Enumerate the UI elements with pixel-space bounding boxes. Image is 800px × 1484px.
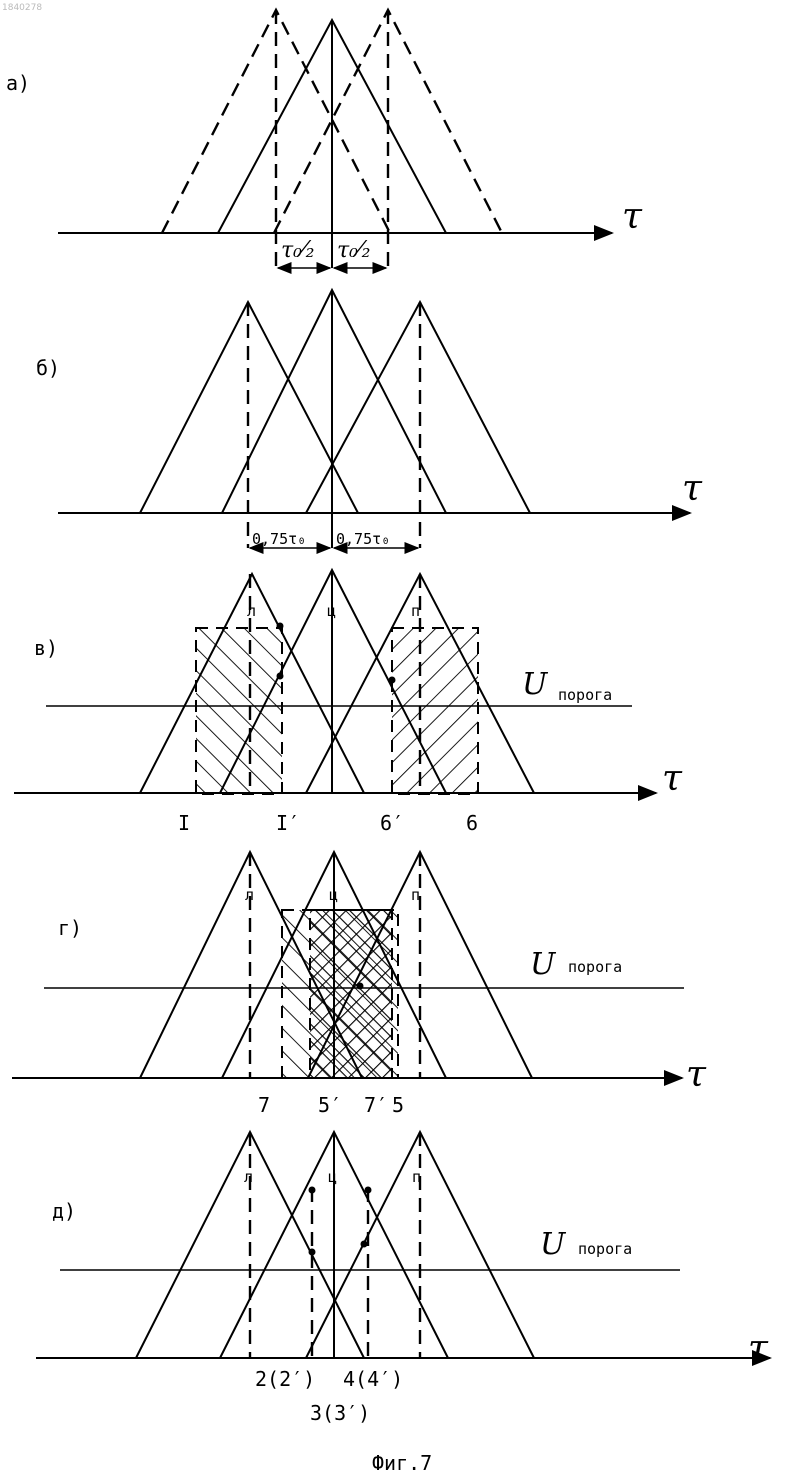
panel-d-marker <box>365 1187 372 1194</box>
panel-v-threshold-word: порога <box>558 686 612 704</box>
panel-a-dim-left: τ₀⁄₂ <box>281 238 314 263</box>
panel-d-peak-c: ц <box>328 1168 337 1186</box>
panel-v-axis-symbol: τ <box>662 758 683 799</box>
panel-a: а) τ τ₀⁄₂ τ₀⁄₂ <box>6 10 643 268</box>
panel-g-axis-symbol: τ <box>686 1054 707 1095</box>
panel-d-peak-l: л <box>244 1168 253 1186</box>
panel-v-tick-label: I <box>178 811 190 835</box>
panel-v-left-zone <box>196 628 282 794</box>
panel-d-threshold-symbol: U <box>540 1227 567 1262</box>
panel-g-tick-label: 5′ <box>318 1093 342 1117</box>
panel-v-peak-c: ц <box>327 602 336 620</box>
panel-v-marker <box>277 673 284 680</box>
document-id: 1840278 <box>2 3 42 13</box>
panel-d-tick-label: 3(3′) <box>310 1401 370 1425</box>
panel-g-tick-label: 7 <box>258 1093 270 1117</box>
panel-d-peak-r: п <box>412 1168 421 1186</box>
panel-v-tick-label: I′ <box>276 811 300 835</box>
panel-a-dim-right: τ₀⁄₂ <box>337 238 370 263</box>
panel-v-threshold-symbol: U <box>522 667 549 702</box>
panel-g-marker <box>357 983 364 990</box>
panel-b-center-pulse <box>222 290 446 513</box>
panel-g-peak-c: ц <box>329 886 338 904</box>
panel-b-label: б) <box>36 356 60 380</box>
panel-b-axis-symbol: τ <box>682 468 703 509</box>
panel-v-marker <box>277 623 284 630</box>
panel-v-peak-l: л <box>247 602 256 620</box>
panel-g: г) τ U порога л ц п 7 5′ 7′ 5 <box>12 852 707 1117</box>
panel-v: в) τ U порога л ц п I I′ 6′ 6 <box>14 570 683 835</box>
panel-d-threshold-word: порога <box>578 1240 632 1258</box>
panel-b-dim-left: 0,75τ₀ <box>252 530 306 548</box>
panel-b-right-pulse <box>306 302 530 513</box>
panel-d-tick-label: 4(4′) <box>343 1367 403 1391</box>
figure-caption: Фиг.7 <box>372 1451 432 1475</box>
panel-g-threshold-symbol: U <box>530 947 557 982</box>
panel-b-dim-right: 0,75τ₀ <box>336 530 390 548</box>
panel-d-marker <box>361 1241 368 1248</box>
panel-v-peak-r: п <box>411 602 420 620</box>
panel-g-peak-r: п <box>411 886 420 904</box>
panel-g-tick-label: 5 <box>392 1093 404 1117</box>
panel-g-tick-label: 7′ <box>364 1093 388 1117</box>
panel-d-tick-label: 2(2′) <box>255 1367 315 1391</box>
panel-d-marker <box>309 1249 316 1256</box>
panel-a-label: а) <box>6 71 30 95</box>
panel-v-label: в) <box>34 636 58 660</box>
panel-g-threshold-word: порога <box>568 958 622 976</box>
panel-d-marker <box>309 1187 316 1194</box>
panel-g-label: г) <box>58 916 82 940</box>
panel-g-peak-l: л <box>245 886 254 904</box>
panel-v-tick-label: 6′ <box>380 811 404 835</box>
panel-d-axis-symbol: τ <box>748 1328 769 1369</box>
panel-b: б) τ 0,75τ₀ 0,75τ₀ <box>36 290 703 548</box>
panel-d-label: д) <box>52 1199 76 1223</box>
panel-a-axis-symbol: τ <box>622 196 643 237</box>
panel-d: д) τ U порога л ц п 2(2′) 4(4′) 3(3′) <box>36 1132 770 1425</box>
panel-v-marker <box>389 677 396 684</box>
panel-v-tick-label: 6 <box>466 811 478 835</box>
